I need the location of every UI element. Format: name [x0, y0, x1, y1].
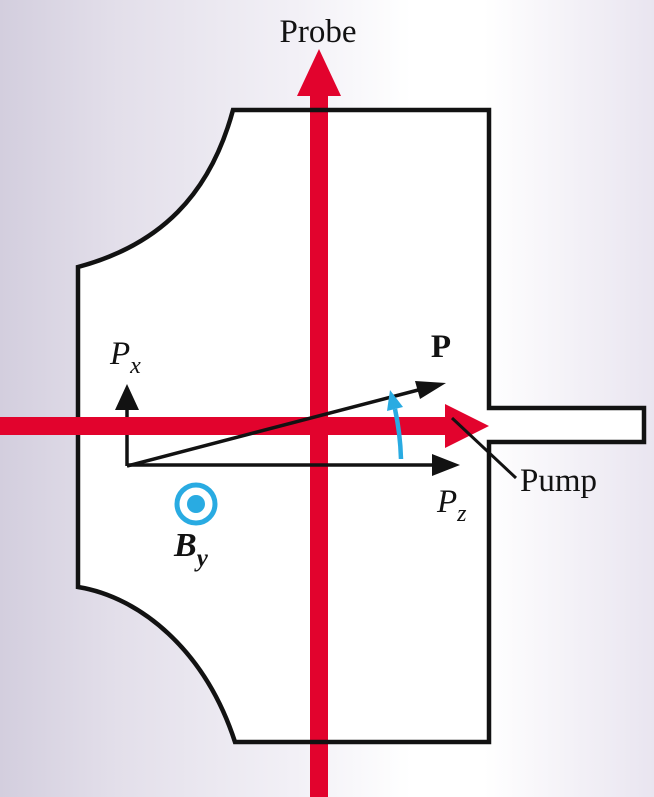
pump-label: Pump	[520, 463, 597, 499]
by-label: By	[173, 527, 209, 572]
tilt-angle-arc	[387, 390, 404, 460]
px-vector-arrowhead	[115, 384, 139, 410]
pz-label: Pz	[436, 484, 467, 527]
pump-beam	[0, 404, 489, 448]
vapor-cell-outline	[75, 107, 647, 745]
px-vector	[115, 384, 139, 466]
px-label-base: P	[109, 336, 130, 372]
p-vector	[126, 381, 446, 468]
p-vector-label: P	[431, 329, 451, 365]
tilt-angle-arc-curve	[392, 408, 404, 460]
field-symbol-center-dot	[187, 495, 205, 513]
by-label-subscript: y	[194, 545, 209, 572]
px-label: Px	[109, 336, 141, 379]
probe-beam-arrowhead	[297, 49, 341, 96]
pz-label-subscript: z	[456, 501, 467, 527]
field-symbol-outer-circle	[174, 482, 218, 526]
probe-beam	[297, 49, 341, 797]
by-label-base: B	[173, 527, 197, 564]
tilt-angle-arc-arrowhead	[387, 390, 403, 411]
pump-beam-shaft	[0, 417, 446, 435]
pz-vector-arrowhead	[432, 454, 460, 476]
probe-beam-shaft	[310, 94, 328, 797]
pump-beam-arrowhead	[445, 404, 489, 448]
probe-label: Probe	[280, 14, 357, 50]
pz-vector	[127, 454, 460, 476]
pump-leader-line	[450, 416, 518, 480]
px-label-subscript: x	[129, 353, 141, 379]
pz-label-base: P	[436, 484, 457, 520]
field-out-of-page-icon	[174, 482, 218, 526]
p-vector-shaft	[126, 387, 423, 468]
p-vector-arrowhead	[415, 381, 446, 399]
